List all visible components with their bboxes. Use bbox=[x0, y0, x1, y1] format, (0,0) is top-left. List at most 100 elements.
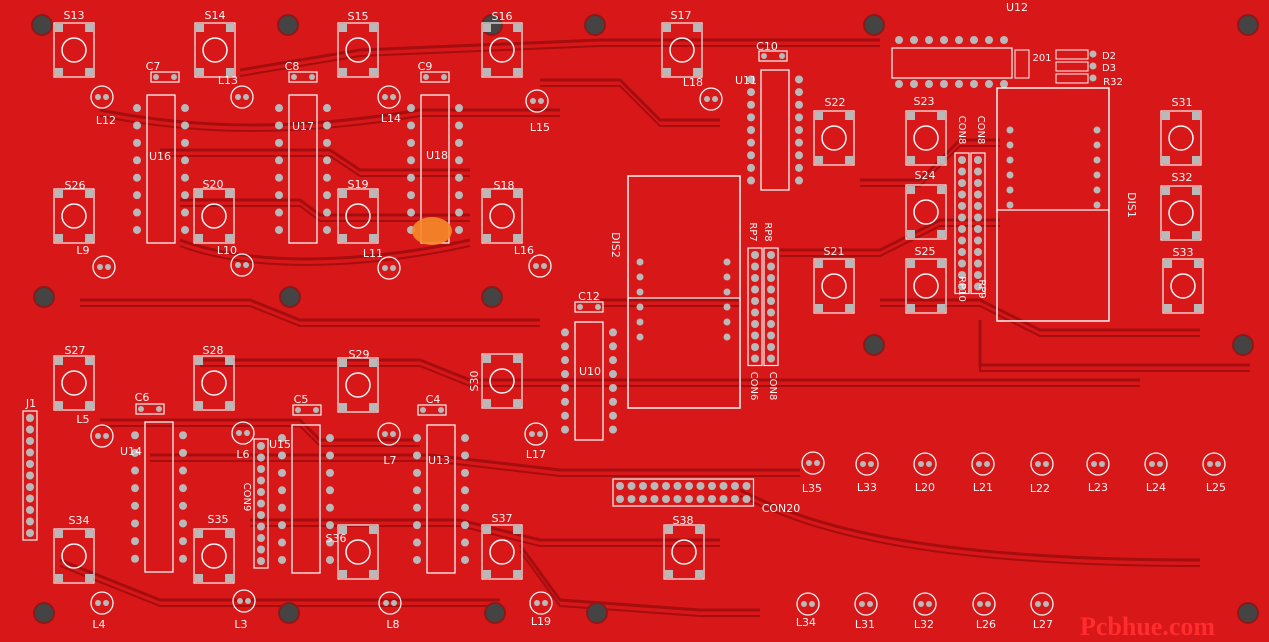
switch-pad bbox=[483, 399, 491, 407]
switch-pad bbox=[85, 401, 93, 409]
silk-label: L17 bbox=[526, 448, 546, 461]
silk-label: U17 bbox=[292, 120, 314, 133]
ic-pin bbox=[407, 104, 415, 113]
silk-label: CON9 bbox=[241, 483, 252, 512]
led bbox=[90, 85, 114, 109]
led-pad bbox=[809, 601, 815, 607]
ic-pin bbox=[323, 121, 331, 130]
switch-outline bbox=[53, 355, 95, 411]
ic-pin bbox=[275, 138, 283, 147]
ic-pin bbox=[179, 501, 187, 510]
cap-pad bbox=[291, 74, 297, 80]
silk-label: CON20 bbox=[762, 502, 801, 515]
capacitor bbox=[288, 71, 318, 83]
mounting-hole bbox=[865, 16, 883, 34]
copper-trace bbox=[180, 205, 470, 222]
led-pad bbox=[1035, 461, 1041, 467]
switch bbox=[337, 188, 379, 244]
silk-label: L6 bbox=[236, 448, 249, 461]
led-outline bbox=[1144, 452, 1168, 476]
header-pin bbox=[650, 495, 659, 503]
silk-label: L10 bbox=[217, 244, 237, 257]
silk-label: C6 bbox=[135, 391, 150, 404]
ic-pin bbox=[561, 397, 569, 406]
silk-label: S28 bbox=[203, 344, 224, 357]
switch-pad bbox=[225, 357, 233, 365]
led bbox=[377, 85, 401, 109]
header-outline bbox=[954, 152, 970, 295]
mounting-hole bbox=[280, 604, 298, 622]
led bbox=[1086, 452, 1110, 476]
mounting-hole bbox=[35, 288, 53, 306]
ic-pin bbox=[910, 36, 918, 44]
ic-pin bbox=[278, 555, 286, 564]
copper-trace bbox=[739, 488, 1201, 562]
ic-pin bbox=[561, 328, 569, 337]
cap-pad bbox=[779, 53, 785, 59]
capacitor bbox=[574, 301, 604, 313]
ic-pin bbox=[609, 425, 617, 434]
led-pad bbox=[542, 600, 548, 606]
ic-pin bbox=[181, 173, 189, 182]
silk-label: L24 bbox=[1146, 481, 1166, 494]
silk-label: S20 bbox=[203, 178, 224, 191]
silk-label: U13 bbox=[428, 454, 450, 467]
display-pin bbox=[636, 303, 644, 311]
ic-pin bbox=[326, 486, 334, 495]
switch-pad bbox=[339, 68, 347, 76]
silk-label: S17 bbox=[671, 9, 692, 22]
header-pin bbox=[257, 442, 265, 450]
switch bbox=[661, 22, 703, 78]
header-pin bbox=[26, 494, 34, 503]
ic-pin bbox=[278, 434, 286, 443]
copper-trace bbox=[179, 238, 471, 261]
silk-label: L14 bbox=[381, 112, 401, 125]
header-pin bbox=[751, 343, 759, 351]
mounting-hole bbox=[35, 604, 53, 622]
led-pad bbox=[918, 601, 924, 607]
switch bbox=[53, 188, 95, 244]
silk-label: CON8 bbox=[956, 116, 967, 145]
led bbox=[855, 452, 879, 476]
silk-label: L11 bbox=[363, 247, 383, 260]
led bbox=[377, 422, 401, 446]
part-pad bbox=[1089, 62, 1097, 70]
display-pin bbox=[636, 333, 644, 341]
mounting-hole bbox=[1234, 336, 1252, 354]
switch-pad bbox=[339, 359, 347, 367]
copper-trace bbox=[150, 460, 800, 477]
led-outline bbox=[377, 85, 401, 109]
silk-label: L4 bbox=[92, 618, 105, 631]
led-pad bbox=[382, 265, 388, 271]
silk-label: L8 bbox=[386, 618, 399, 631]
ic-pin bbox=[413, 503, 421, 512]
header-pin bbox=[767, 343, 775, 351]
switch-pad bbox=[483, 570, 491, 578]
capacitor bbox=[292, 404, 322, 416]
mounting-hole bbox=[486, 604, 504, 622]
silk-label: S37 bbox=[492, 512, 513, 525]
switch-pad bbox=[339, 403, 347, 411]
ic-outline bbox=[891, 47, 1013, 79]
ic-pin bbox=[609, 383, 617, 392]
header-pin bbox=[958, 282, 966, 291]
cap-outline bbox=[150, 71, 180, 83]
cap-pad bbox=[441, 74, 447, 80]
led bbox=[377, 256, 401, 280]
led-pad bbox=[390, 94, 396, 100]
switch-pad bbox=[225, 401, 233, 409]
led-outline bbox=[1030, 592, 1054, 616]
switch-cap bbox=[345, 203, 371, 229]
silk-label: S29 bbox=[349, 348, 370, 361]
led-pad bbox=[926, 601, 932, 607]
ic-pin bbox=[455, 104, 463, 113]
switch-outline bbox=[194, 22, 236, 78]
copper-trace bbox=[200, 365, 540, 387]
led-pad bbox=[1043, 601, 1049, 607]
silk-label: S26 bbox=[65, 179, 86, 192]
silk-label: S18 bbox=[494, 179, 515, 192]
ic-pin bbox=[747, 126, 755, 134]
header-pin bbox=[26, 460, 34, 468]
header-pin bbox=[958, 167, 966, 176]
